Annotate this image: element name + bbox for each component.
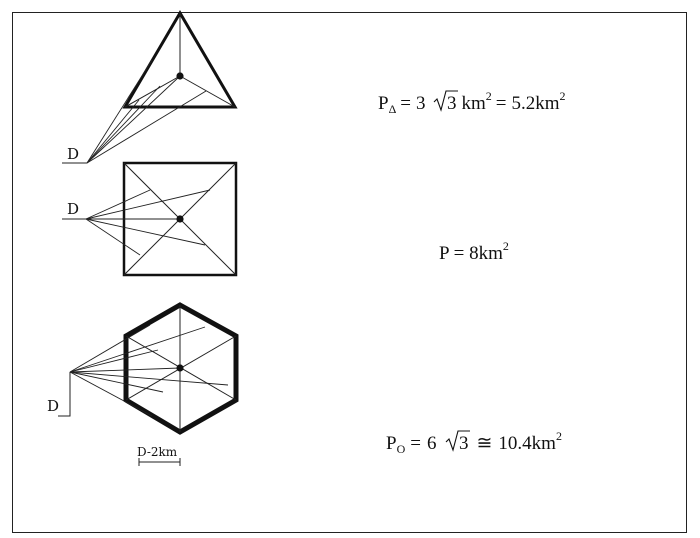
square-area-formula: P = 8km2: [439, 239, 509, 264]
hexagon-sqrt-sign: [445, 430, 470, 452]
triangle-sqrt-sign: [433, 90, 458, 112]
triangle-diagram: D: [62, 10, 238, 164]
svg-text:PO=6: PO=6: [386, 433, 436, 456]
hexagon-distance-label: D: [47, 397, 59, 415]
figure-frame: [12, 12, 687, 533]
square-distance-label: D: [67, 200, 79, 218]
hexagon-area-formula: PO=6 3≅10.4km2: [386, 429, 562, 456]
square-center-dot: [176, 215, 184, 223]
svg-text:P = 8km2: P = 8km2: [439, 239, 509, 264]
scale-bar-label: D-2km: [137, 445, 178, 459]
svg-text:3≅10.4km2: 3≅10.4km2: [459, 429, 562, 454]
square-diagram: D: [62, 161, 238, 277]
hexagon-center-dot: [176, 364, 184, 372]
hexagon-rays: [69, 324, 229, 417]
hexagon-marker-bracket: [58, 372, 71, 417]
svg-text:PΔ=3: PΔ=3: [378, 93, 426, 116]
triangle-distance-label: D: [67, 145, 79, 163]
triangle-inner-lines: [124, 13, 236, 108]
triangle-center-dot: [176, 72, 184, 80]
square-rays: [85, 189, 211, 256]
triangle-rays: [86, 59, 207, 164]
hexagon-diagram: D: [47, 302, 239, 435]
scale-bar: D-2km: [137, 445, 181, 466]
